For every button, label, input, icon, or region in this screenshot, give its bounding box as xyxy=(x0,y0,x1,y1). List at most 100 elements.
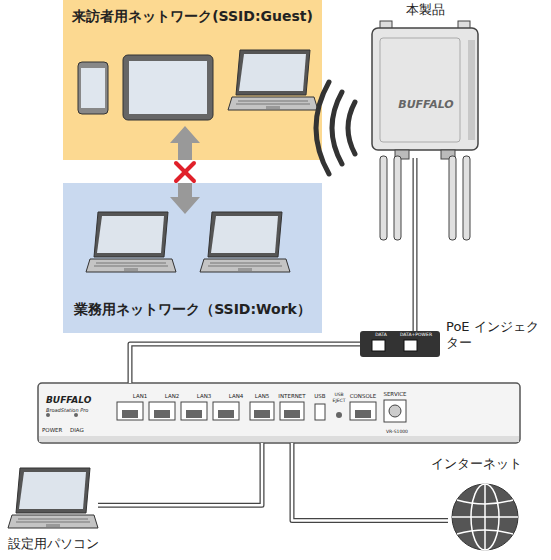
router xyxy=(46,413,50,417)
router xyxy=(46,405,401,418)
band-title: 業務用ネットワーク（SSID:Work） xyxy=(63,301,322,318)
cable xyxy=(130,344,360,383)
wireless-waves xyxy=(316,82,329,174)
port-label: LAN1 xyxy=(130,393,150,400)
router xyxy=(218,410,234,418)
cable xyxy=(413,158,418,331)
laptop: 設定用パソコン xyxy=(8,468,98,530)
work-band xyxy=(63,183,322,333)
router xyxy=(38,383,520,443)
access-point xyxy=(468,40,475,140)
block-mark xyxy=(176,163,194,181)
port-label: LAN5 xyxy=(252,393,272,400)
router xyxy=(39,436,519,442)
router xyxy=(355,410,371,418)
poe-injector xyxy=(360,331,440,357)
router xyxy=(384,400,406,422)
globe: インターネット xyxy=(448,482,522,552)
port-label: DATA xyxy=(366,332,396,337)
globe-icon xyxy=(457,530,513,534)
wireless-waves xyxy=(316,82,355,174)
laptop-icon xyxy=(8,468,98,528)
led-label: DIAG xyxy=(70,427,84,434)
cable xyxy=(98,443,262,505)
device-label: 設定用パソコン xyxy=(4,536,102,552)
access-point xyxy=(463,156,470,240)
brand-logo: BUFFALO xyxy=(46,395,91,406)
cable xyxy=(292,443,448,521)
smartphone-icon xyxy=(78,62,108,114)
port-label: LAN2 xyxy=(162,393,182,400)
port-label: CONSOLE xyxy=(348,393,378,400)
led-label: POWER xyxy=(42,427,62,434)
band-title: 来訪者用ネットワーク(SSID:Guest) xyxy=(63,8,322,25)
access-point xyxy=(380,156,387,240)
globe-icon xyxy=(452,516,518,518)
globe-icon xyxy=(457,500,513,504)
button-label: USB EJECT xyxy=(329,392,349,403)
router xyxy=(117,402,143,420)
router xyxy=(181,402,207,420)
work-band xyxy=(63,183,322,333)
port-label: LAN3 xyxy=(194,393,214,400)
double-arrow xyxy=(170,126,200,214)
access-point: 本製品BUFFALO xyxy=(372,28,478,158)
port-label: INTERNET xyxy=(276,393,308,400)
guest-band xyxy=(63,0,322,160)
router xyxy=(122,410,138,418)
router xyxy=(336,412,342,418)
router xyxy=(38,383,520,443)
access-point xyxy=(449,156,456,240)
poe-injector: PoE インジェクターDATADATA+POWER xyxy=(360,331,440,357)
brand-logo: BUFFALO xyxy=(386,98,466,111)
block-mark xyxy=(176,163,194,181)
router xyxy=(117,400,406,422)
laptop-icon xyxy=(200,212,290,272)
laptop-icon xyxy=(8,50,318,528)
double-arrow xyxy=(170,126,200,160)
access-point xyxy=(372,21,478,240)
router xyxy=(284,410,300,418)
guest-band xyxy=(63,0,322,160)
model-name: BroadStation Pro xyxy=(46,407,88,413)
router xyxy=(254,410,270,418)
cable xyxy=(98,443,262,505)
device-label: PoE インジェクター xyxy=(446,319,546,352)
router xyxy=(315,404,325,420)
poe-injector xyxy=(404,340,417,351)
router xyxy=(280,402,304,420)
double-arrow xyxy=(170,183,200,214)
tablet-icon xyxy=(129,61,207,114)
cable xyxy=(130,344,360,383)
access-point xyxy=(394,156,401,240)
router xyxy=(350,402,376,420)
smartphone-icon xyxy=(81,68,105,108)
wireless-waves xyxy=(348,102,355,154)
router: BUFFALOBroadStation ProPOWER DIAG LAN1 LAN2… xyxy=(38,383,520,443)
router xyxy=(149,402,175,420)
cable xyxy=(414,158,417,331)
wireless-waves xyxy=(332,92,342,164)
port-label: DATA+POWER xyxy=(396,332,436,337)
cable xyxy=(292,443,448,521)
port-label: USB xyxy=(312,393,328,400)
poe-injector xyxy=(372,340,385,351)
network-band: 業務用ネットワーク（SSID:Work） xyxy=(63,183,322,333)
access-point xyxy=(380,38,460,142)
smartphone-icon xyxy=(78,62,108,114)
model-number: VR-S1000 xyxy=(380,429,414,434)
router xyxy=(154,410,170,418)
network-band: 来訪者用ネットワーク(SSID:Guest) xyxy=(63,0,322,160)
laptop-icon xyxy=(228,50,318,110)
cable xyxy=(98,443,262,505)
block-mark xyxy=(176,163,194,181)
router xyxy=(250,402,274,420)
port-label: LAN4 xyxy=(226,393,246,400)
router xyxy=(213,402,239,420)
cable xyxy=(415,158,416,331)
router xyxy=(186,410,202,418)
tablet-icon xyxy=(123,55,213,120)
cable xyxy=(130,344,360,383)
